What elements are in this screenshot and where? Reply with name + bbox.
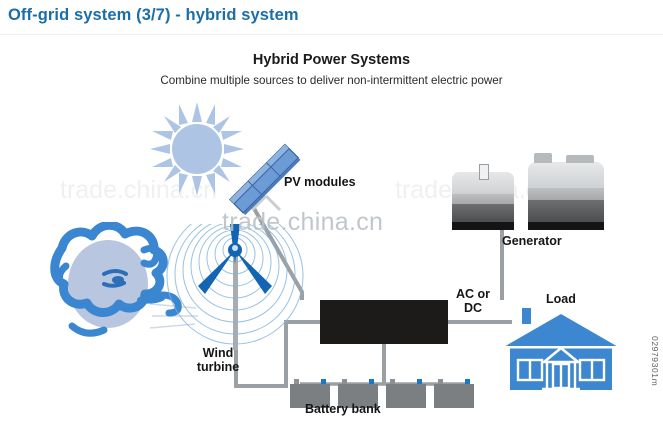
label-battery-bank: Battery bank [305, 402, 381, 416]
page-title: Off-grid system (3/7) - hybrid system [8, 6, 299, 24]
battery-cell [290, 379, 330, 408]
pv-module-icon [208, 124, 318, 234]
label-acdc-line2: DC [463, 301, 483, 315]
battery-bank-icon [290, 376, 476, 408]
label-generator: Generator [502, 234, 562, 248]
wind-cloud-icon [48, 220, 188, 348]
hybrid-system-diagram: Hybrid Power Systems Combine multiple so… [0, 36, 663, 432]
connection-wires [149, 186, 512, 400]
label-acdc-line1: AC or [455, 287, 491, 301]
label-wind-line1: Wind [202, 346, 234, 360]
label-wind-turbine: Wind turbine [189, 346, 247, 374]
battery-cell [434, 379, 474, 408]
sun-icon [148, 100, 246, 198]
watermark-side-code: 02979301m [650, 336, 660, 387]
battery-cell [386, 379, 426, 408]
title-divider [0, 34, 663, 35]
generator-icon [452, 153, 604, 230]
watermark-ghost-left: trade.china.cn [60, 176, 218, 204]
label-pv-modules: PV modules [284, 175, 356, 189]
label-load: Load [546, 292, 576, 306]
label-wind-line2: turbine [196, 360, 240, 374]
label-ac-or-dc: AC or DC [452, 287, 494, 315]
watermark-trade-china-cn: trade.china.cn [222, 208, 384, 236]
inverter-controller-box [320, 300, 448, 344]
house-load-icon [500, 304, 622, 392]
figure-title: Hybrid Power Systems [252, 52, 411, 68]
battery-cell [338, 379, 378, 408]
figure-subtitle: Combine multiple sources to deliver non-… [160, 74, 503, 87]
